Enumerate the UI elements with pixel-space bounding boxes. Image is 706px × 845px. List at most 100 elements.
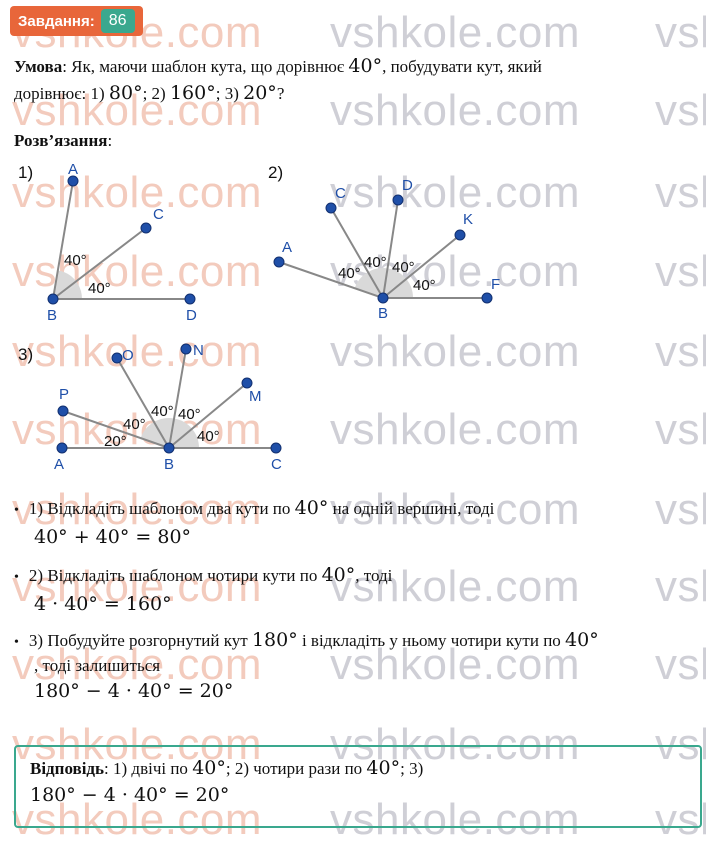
math-angle: 180° xyxy=(251,629,298,651)
step-text: , тоді xyxy=(355,566,393,585)
label-a: A xyxy=(282,239,292,256)
point-b xyxy=(377,292,389,304)
answer-content: Відповідь: 1) двічі по 40°; 2) чотири ра… xyxy=(30,755,690,806)
ray-ba xyxy=(278,261,384,299)
step-text: на одній вершині, тоді xyxy=(328,499,495,518)
angle-arc xyxy=(53,270,78,299)
condition-text: ? xyxy=(276,84,285,103)
angle-arc xyxy=(140,422,169,448)
math-angle: 80° xyxy=(108,82,143,104)
step-text: 3) Побудуйте розгорнутий кут xyxy=(28,631,252,650)
math-angle: 40° xyxy=(321,564,356,586)
angle-arc xyxy=(169,418,192,448)
point-a xyxy=(273,256,285,268)
answer-label: Відповідь xyxy=(30,759,105,778)
label-p: P xyxy=(59,386,69,403)
figures: 1) A C B D 40° 40° 2) xyxy=(18,161,500,473)
condition-text: дорівнює: 1) xyxy=(14,84,109,103)
label-b: B xyxy=(164,456,174,473)
label-c: C xyxy=(153,206,164,223)
ray-bp xyxy=(62,410,170,449)
condition: Умова: Як, маючи шаблон кута, що дорівню… xyxy=(14,53,694,107)
angle-arc xyxy=(383,268,404,298)
angle-arc xyxy=(169,428,200,448)
angle-label: 40° xyxy=(364,254,387,271)
step-formula: 40° + 40° = 80° xyxy=(34,526,192,548)
task-badge: Завдання: 86 xyxy=(10,6,143,36)
math-angle: 40° xyxy=(366,757,401,779)
condition-label: Умова xyxy=(14,57,63,76)
label-c: C xyxy=(271,456,282,473)
angle-label: 40° xyxy=(123,416,146,433)
bullet: • xyxy=(14,570,19,585)
step-text: 2) Відкладіть шаблоном чотири кути по xyxy=(28,566,322,585)
angle-label: 40° xyxy=(392,259,415,276)
point-o xyxy=(111,352,123,364)
point-a xyxy=(56,442,68,454)
step-1: • 1) Відкладіть шаблоном два кути по 40° … xyxy=(14,495,694,548)
angle-arc xyxy=(53,283,83,299)
label-m: M xyxy=(249,388,262,405)
point-m xyxy=(241,377,253,389)
ray-bd xyxy=(382,199,399,299)
figure-2: 2) A C D K F B 40° 40° 40° 40° xyxy=(268,163,500,322)
label-d: D xyxy=(186,307,197,324)
ray-bn xyxy=(168,348,187,449)
math-angle: 40° xyxy=(192,757,226,779)
angle-label: 40° xyxy=(338,265,361,282)
condition-text: ; 3) xyxy=(215,84,244,103)
point-c xyxy=(270,442,282,454)
step-text: , тоді залишиться xyxy=(34,656,161,675)
ray-bo xyxy=(116,357,170,449)
ray-bc xyxy=(330,207,384,299)
bullet: • xyxy=(14,503,19,518)
step-text: 1) Відкладіть шаблоном два кути по xyxy=(28,499,295,518)
answer-box xyxy=(14,745,702,828)
solution-heading: Розв’язання: xyxy=(14,131,113,150)
label-n: N xyxy=(193,342,204,359)
bullet: • xyxy=(14,635,19,650)
condition-text: ; 2) xyxy=(142,84,170,103)
point-n xyxy=(180,343,192,355)
figure-1: 1) A C B D 40° 40° xyxy=(18,161,197,324)
step-formula: 180° − 4 · 40° = 20° xyxy=(34,680,234,702)
ray-bk xyxy=(382,234,461,299)
angle-arc xyxy=(366,267,387,298)
figure-number: 1) xyxy=(18,163,33,182)
answer-text: ; 2) чотири рази по xyxy=(225,759,367,778)
math-angle: 40° xyxy=(565,629,599,651)
figure-number: 2) xyxy=(268,163,283,182)
label-a: A xyxy=(68,161,78,178)
point-a xyxy=(67,175,79,187)
angle-label: 40° xyxy=(197,428,220,445)
angle-arc xyxy=(154,418,175,448)
point-c xyxy=(140,222,152,234)
step-text: і відкладіть у ньому чотири кути по xyxy=(297,631,566,650)
task-label: Завдання: xyxy=(18,12,95,30)
figure-number: 3) xyxy=(18,345,33,364)
figure-3: 3) O N M P A B C 40° 40° 40° xyxy=(18,342,282,473)
point-k xyxy=(454,229,466,241)
step-2: • 2) Відкладіть шаблоном чотири кути по 4… xyxy=(14,562,694,615)
angle-label: 40° xyxy=(151,403,174,420)
ray-bc xyxy=(52,227,147,300)
point-b xyxy=(163,442,175,454)
ray-bm xyxy=(168,382,248,449)
point-d xyxy=(392,194,404,206)
point-b xyxy=(47,293,59,305)
answer-text: : 1) двічі по xyxy=(104,759,193,778)
ray-ba xyxy=(52,180,74,300)
point-d xyxy=(184,293,196,305)
math-angle: 20° xyxy=(243,82,277,104)
label-c: C xyxy=(335,185,346,202)
angle-label: 40° xyxy=(64,252,87,269)
task-number: 86 xyxy=(100,9,135,33)
angle-label: 40° xyxy=(88,280,111,297)
label-b: B xyxy=(378,305,388,322)
label-o: O xyxy=(122,347,134,364)
answer-formula: 180° − 4 · 40° = 20° xyxy=(30,784,230,806)
step-formula: 4 · 40° = 160° xyxy=(34,593,172,615)
condition-line-1: Умова: Як, маючи шаблон кута, що дорівню… xyxy=(14,53,694,80)
label-f: F xyxy=(491,276,500,293)
angle-arc xyxy=(354,272,383,298)
